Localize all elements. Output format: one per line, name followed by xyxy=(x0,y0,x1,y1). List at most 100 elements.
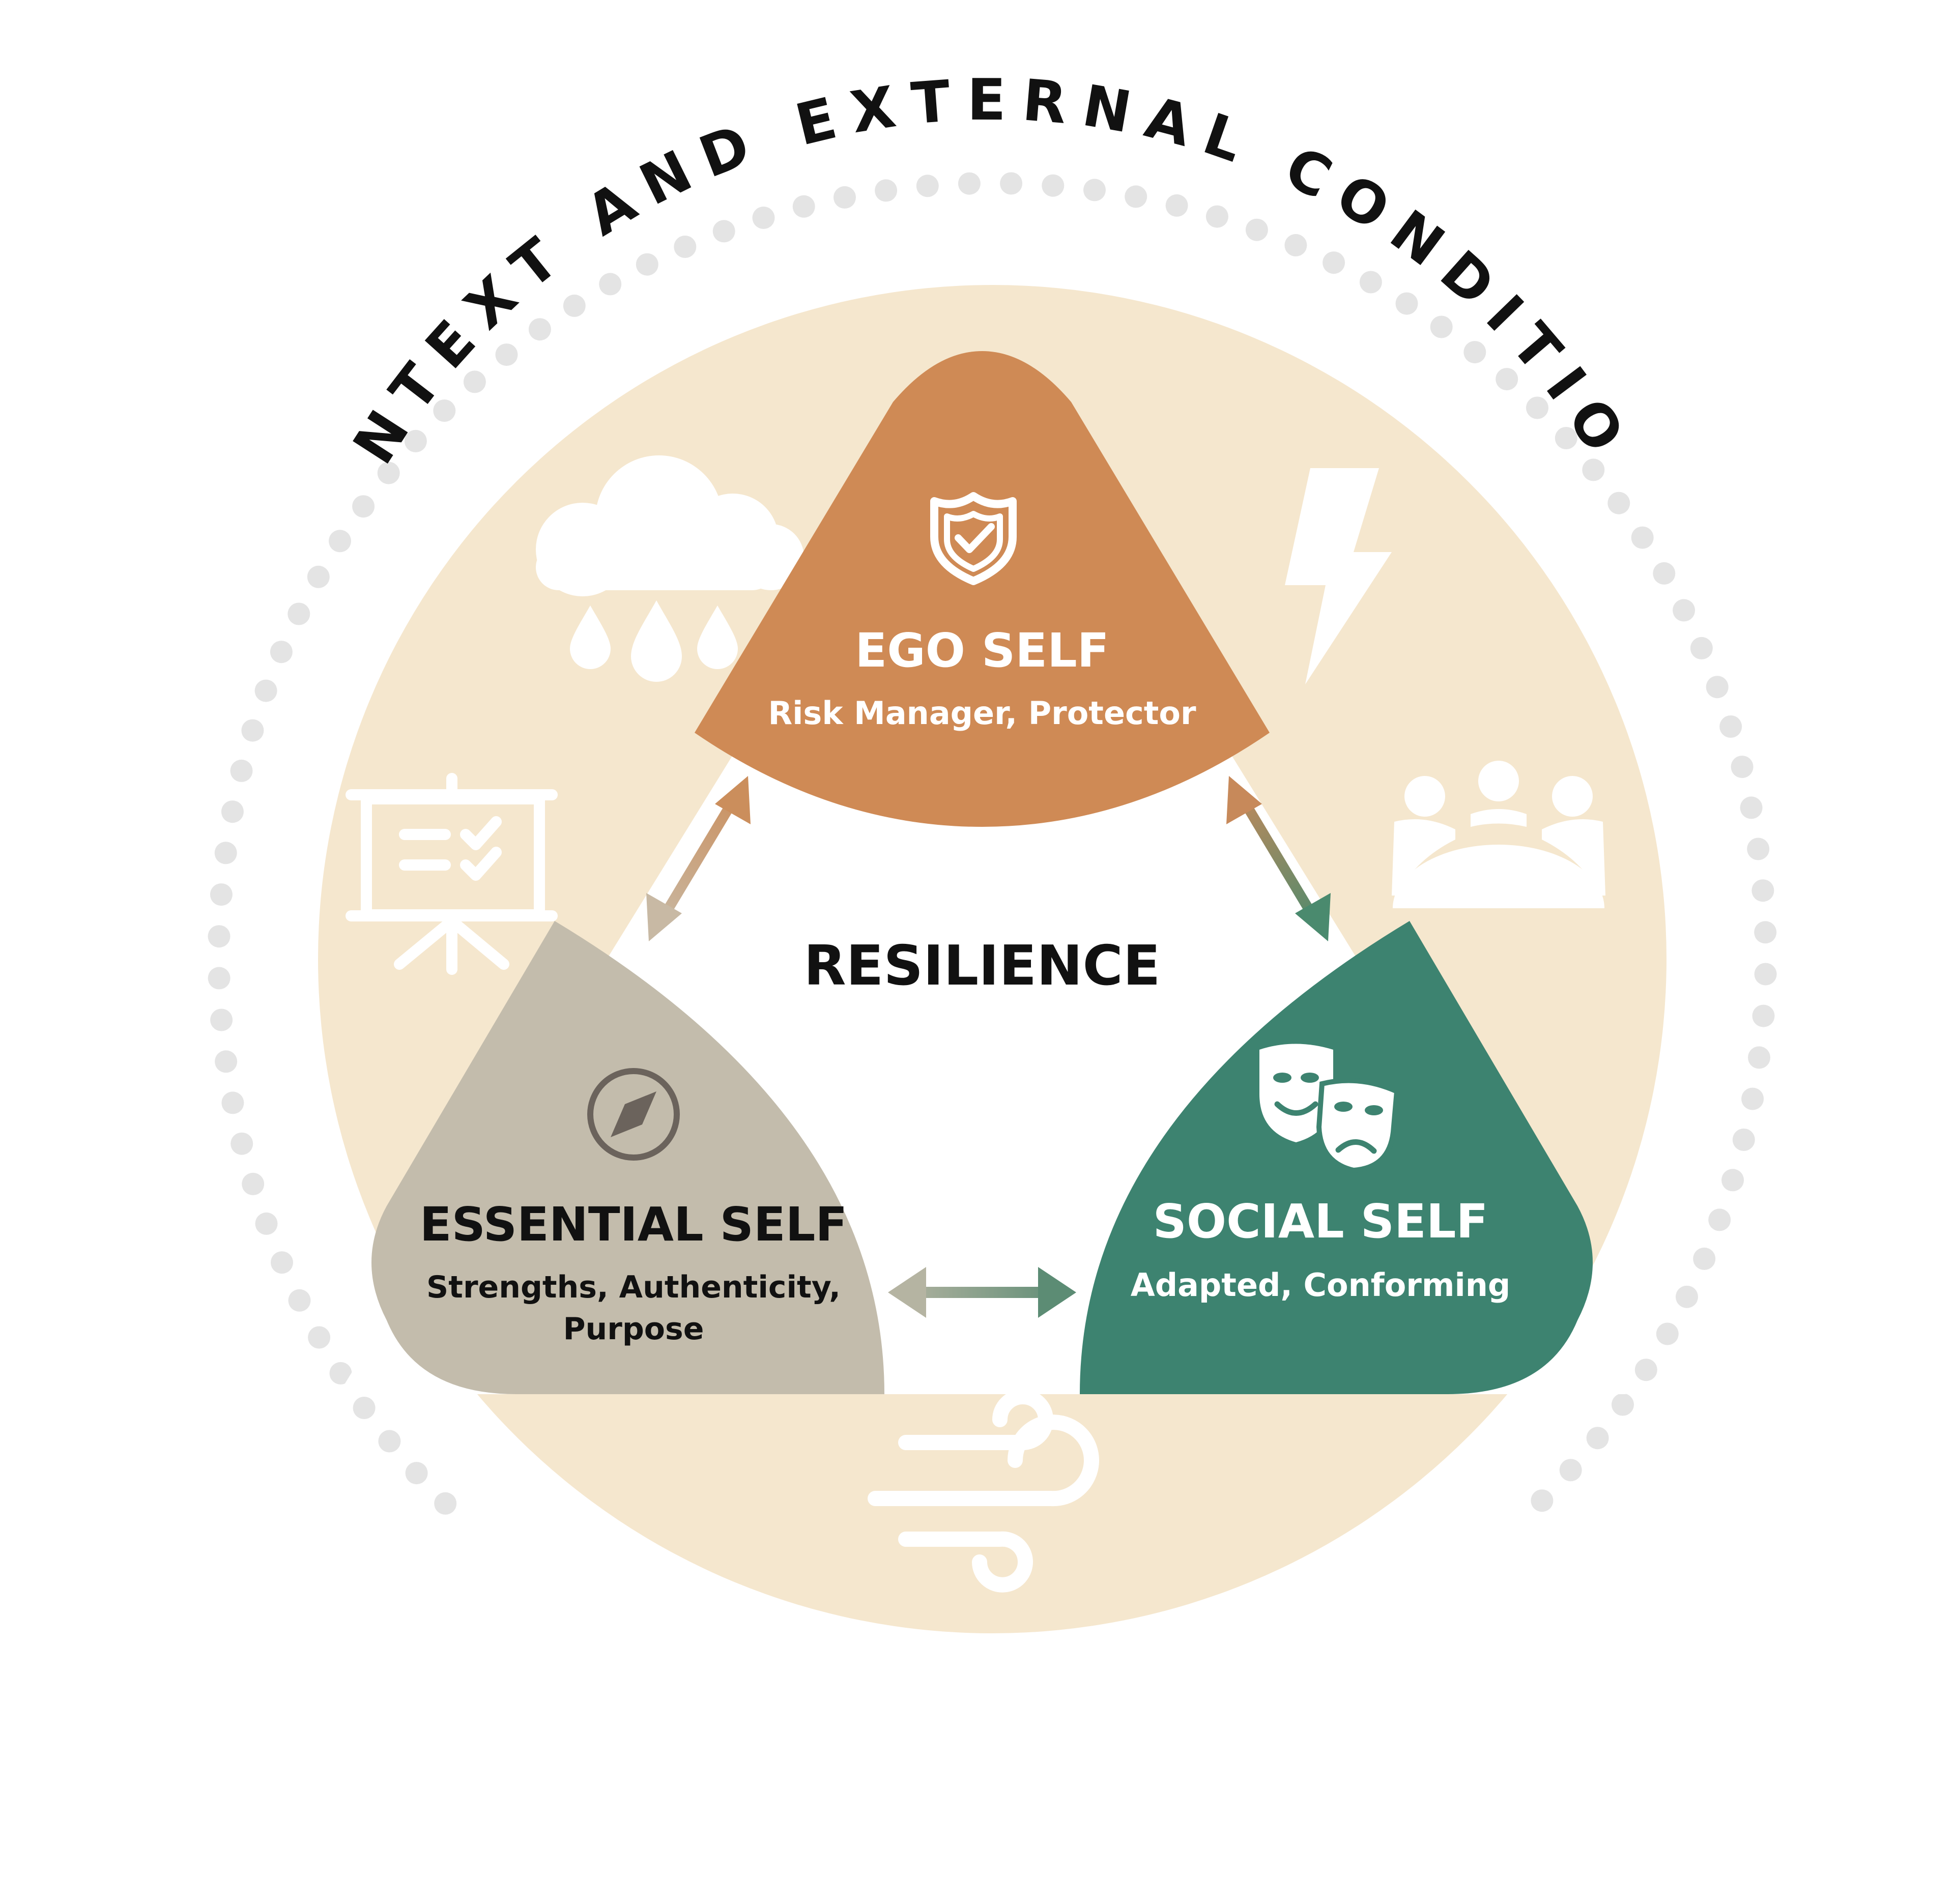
ring-dot xyxy=(495,343,518,366)
ring-dot xyxy=(378,1430,401,1453)
ring-dot xyxy=(1631,526,1654,549)
ring-dot xyxy=(1205,205,1228,228)
ring-dot xyxy=(1323,251,1345,274)
ring-dot xyxy=(1634,1359,1657,1381)
ring-dot xyxy=(528,318,551,341)
ring-dot xyxy=(599,273,622,296)
ring-dot xyxy=(433,399,456,422)
ring-dot xyxy=(1586,1427,1609,1450)
ring-dot xyxy=(434,1492,457,1515)
ring-dot xyxy=(288,1289,311,1312)
ego-self-subtitle: Risk Manager, Protector xyxy=(768,695,1196,732)
ring-dot xyxy=(1719,715,1742,738)
ring-dot xyxy=(916,175,939,197)
wind-icon xyxy=(868,1389,1099,1593)
ring-dot xyxy=(1693,1247,1716,1270)
ring-dot xyxy=(405,1462,428,1485)
ring-dot xyxy=(1125,185,1147,208)
ring-dot xyxy=(1752,1004,1775,1027)
ring-dot xyxy=(1083,179,1106,201)
ring-dot xyxy=(1740,796,1763,819)
ring-dot xyxy=(834,186,856,209)
ring-dot xyxy=(353,1397,376,1419)
ring-dot xyxy=(1754,963,1777,986)
compass-icon xyxy=(587,1068,680,1161)
essential-self-subtitle-line2: Purpose xyxy=(563,1311,704,1347)
ring-dot xyxy=(1706,676,1729,699)
ring-dot xyxy=(1607,492,1630,514)
ego-self-title: EGO SELF xyxy=(855,623,1109,678)
ring-dot xyxy=(712,220,735,243)
ring-dot xyxy=(255,1212,278,1235)
ring-dot xyxy=(563,294,586,317)
ring-dot xyxy=(1690,637,1713,659)
social-self-title: SOCIAL SELF xyxy=(1153,1194,1488,1249)
ring-dot xyxy=(208,925,231,948)
ego-essential-arrow xyxy=(646,776,751,941)
ring-dot xyxy=(1731,756,1754,778)
ring-dot xyxy=(308,1326,331,1349)
ring-dot xyxy=(1042,174,1065,197)
ring-dot xyxy=(210,883,233,906)
ring-dot xyxy=(792,195,815,218)
ring-dot xyxy=(636,253,658,276)
ring-dot xyxy=(242,1172,265,1195)
ring-dot xyxy=(329,1362,352,1384)
ring-dot xyxy=(958,172,981,195)
ring-dot xyxy=(241,719,264,742)
essential-social-arrow xyxy=(888,1267,1076,1318)
ring-dot xyxy=(270,641,293,663)
ring-dot xyxy=(221,1091,244,1114)
ring-dot xyxy=(752,207,775,229)
ring-dot xyxy=(377,461,400,484)
ring-dot xyxy=(1748,1046,1770,1069)
ring-dot xyxy=(230,759,253,782)
essential-self-title: ESSENTIAL SELF xyxy=(420,1197,848,1252)
ring-dot xyxy=(221,800,244,823)
ring-dot xyxy=(352,495,375,518)
ring-dot xyxy=(1245,218,1268,241)
lightning-icon xyxy=(1285,468,1392,684)
ring-dot xyxy=(404,429,427,452)
ego-self-region xyxy=(695,351,1270,827)
social-self-subtitle: Adapted, Conforming xyxy=(1131,1266,1511,1304)
ring-dot xyxy=(1359,271,1382,294)
ring-dot xyxy=(271,1251,293,1274)
ring-dot xyxy=(463,370,486,393)
ring-dot xyxy=(1284,234,1307,256)
presentation-board-icon xyxy=(346,773,558,975)
ring-dot xyxy=(1708,1208,1731,1231)
ring-dot xyxy=(231,1132,253,1155)
ring-dot xyxy=(1496,368,1518,391)
ring-dot xyxy=(1395,292,1418,315)
ring-dot xyxy=(254,679,277,702)
dotted-ring xyxy=(208,172,1777,1515)
ring-dot xyxy=(210,1008,233,1031)
theater-masks-icon xyxy=(1259,1044,1400,1173)
ring-dot xyxy=(215,1050,238,1073)
ring-dot xyxy=(1430,315,1453,338)
ring-dot xyxy=(214,842,237,864)
shield-check-icon xyxy=(930,492,1017,585)
ring-dot xyxy=(1741,1087,1764,1110)
ring-dot xyxy=(1000,172,1023,195)
ring-dot xyxy=(875,179,898,202)
ring-dot xyxy=(1721,1169,1744,1192)
ring-dot xyxy=(1676,1285,1698,1308)
ring-dot xyxy=(1656,1322,1679,1345)
ring-dot xyxy=(208,967,231,990)
ring-dot xyxy=(1732,1129,1755,1151)
ring-dot xyxy=(1165,194,1188,217)
ring-dot xyxy=(1559,1459,1582,1482)
ring-dot xyxy=(1463,341,1486,364)
ring-dot xyxy=(1751,879,1774,902)
ring-dot xyxy=(1526,396,1548,419)
group-meeting-icon xyxy=(1392,761,1605,908)
ring-dot xyxy=(1673,599,1696,622)
essential-self-subtitle-line1: Strengths, Authenticity, xyxy=(426,1270,841,1305)
ring-dot xyxy=(1555,427,1577,449)
ring-dot xyxy=(1612,1393,1634,1416)
ring-dot xyxy=(329,530,351,553)
ring-dot xyxy=(1582,458,1605,481)
